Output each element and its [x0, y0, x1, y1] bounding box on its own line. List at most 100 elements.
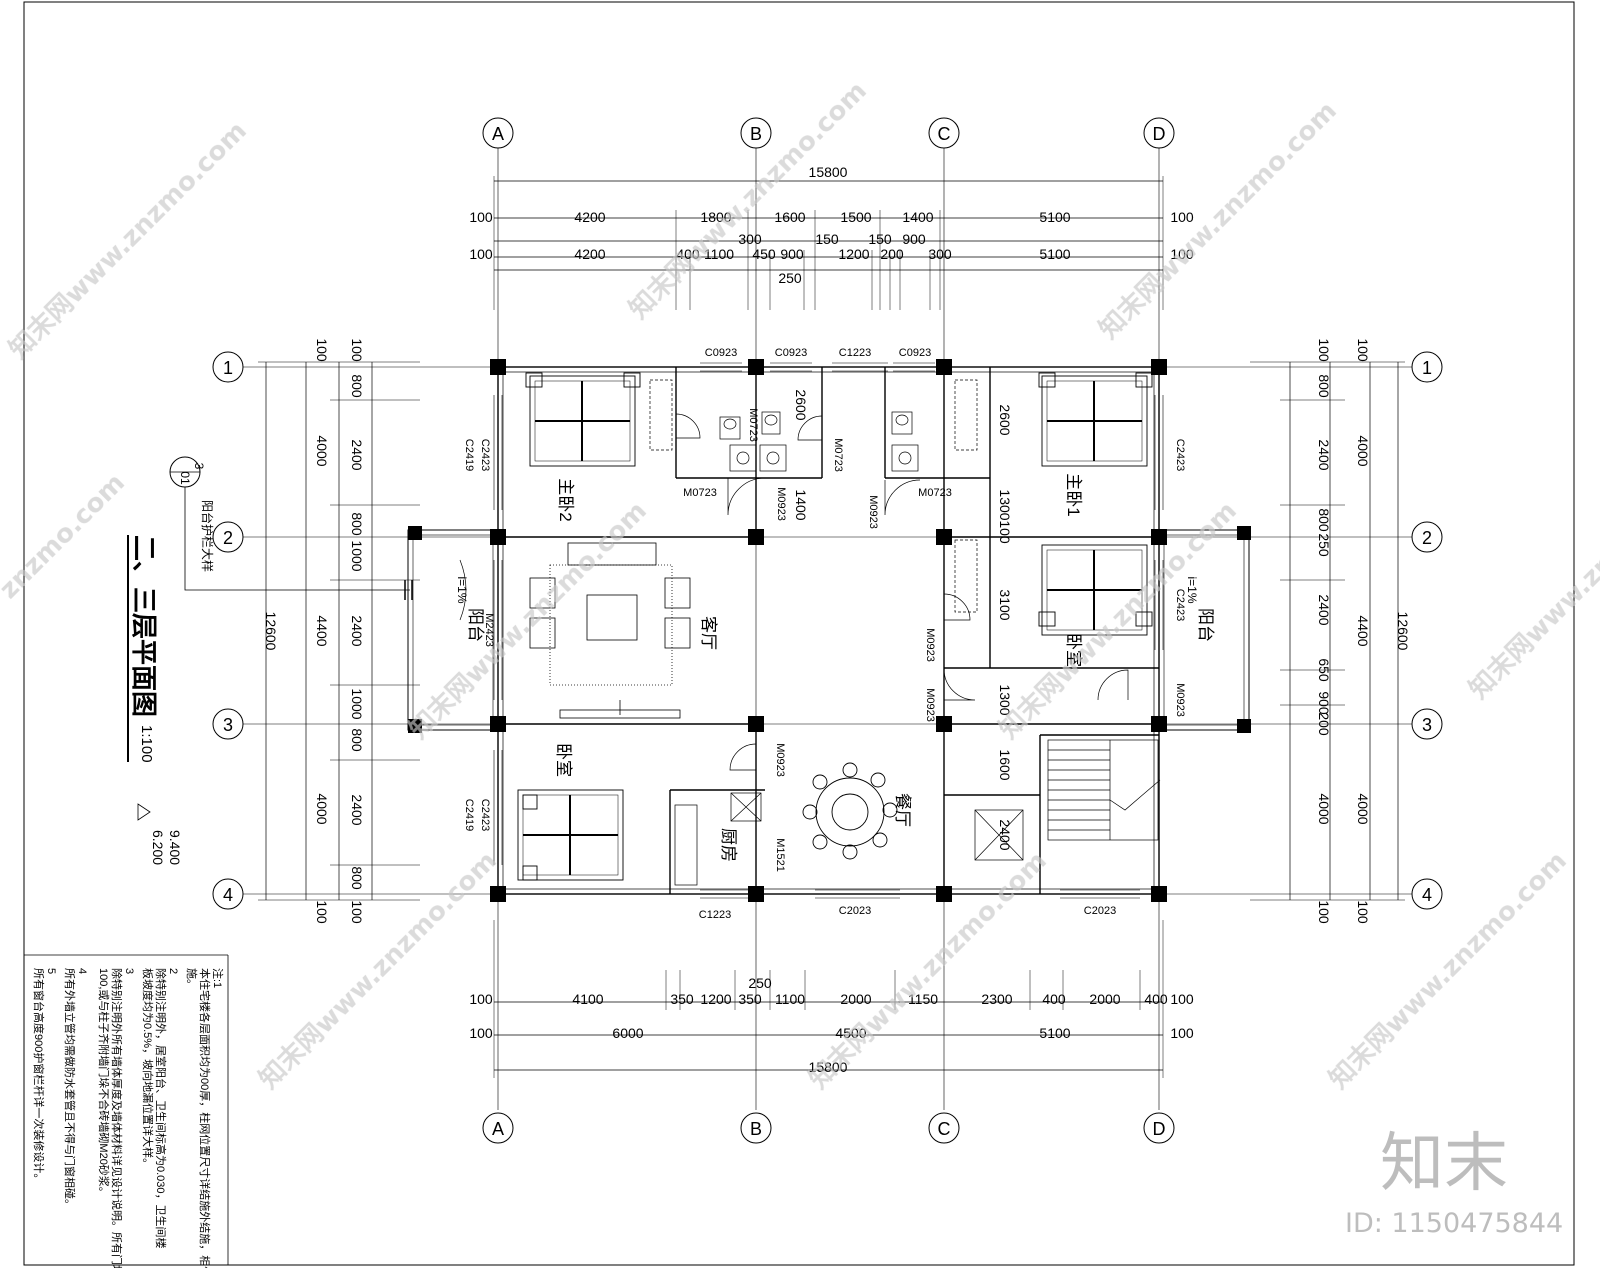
axis-label-a-top: A — [492, 124, 504, 144]
dim-left-outer-4: 100 — [314, 900, 330, 924]
tag-win-1: C2419 — [463, 439, 475, 471]
dim-bottom-r1-6: 2000 — [840, 991, 871, 1007]
dim-top-r1-3: 1600 — [774, 209, 805, 225]
axis-label-3-left: 3 — [223, 715, 233, 735]
room-living: 客厅 — [699, 616, 718, 650]
watermark-text-6: 知末网www.znzmo.com — [254, 846, 503, 1095]
elevation-lower: 6.200 — [150, 830, 166, 865]
interior-dimension-text: 2600 1400 2600 1300 100 3100 1300 1600 2… — [793, 389, 1013, 850]
tag-door-9: M0923 — [774, 743, 786, 777]
tag-door-1: M0923 — [775, 487, 787, 521]
dim-bottom-r2-3: 5100 — [1039, 1025, 1070, 1041]
dim-left-inner-2: 2400 — [349, 439, 365, 470]
dim-top-r2-5: 900 — [780, 246, 804, 262]
dim-top-r1-4: 1500 — [840, 209, 871, 225]
tag-door-8: M0923 — [1174, 683, 1186, 717]
room-master-bedroom-2: 主卧2 — [556, 478, 575, 521]
dim-left-inner-3: 800 — [349, 512, 365, 536]
note-line-9: 4 — [76, 968, 88, 974]
room-labels: 主卧2 主卧1 客厅 卧室 卧室 厨房 餐厅 阳台 阳台 — [466, 473, 1215, 862]
axis-label-b-top: B — [750, 124, 762, 144]
axis-bubble-labels: A B C D A B C D 1 2 3 4 1 2 3 4 — [223, 124, 1432, 1139]
dim-top-total: 15800 — [809, 164, 848, 180]
dim-right-outer-2: 4400 — [1355, 615, 1371, 646]
dim-top-r2-2: 400 — [676, 246, 700, 262]
dim-top-r2-10: 100 — [1170, 246, 1194, 262]
bottom-dimension-lines — [493, 920, 1164, 1078]
watermark-logo: 知末 — [1380, 1127, 1508, 1201]
dim-bottom-r1-0: 100 — [469, 991, 493, 1007]
tag-door-6: M0923 — [924, 628, 936, 662]
tag-win-3: C2423 — [1174, 589, 1186, 621]
dim-bottom-r1-3: 1200 — [700, 991, 731, 1007]
dim-int-5: 3100 — [997, 589, 1013, 620]
door-swings — [459, 413, 1129, 771]
axis-label-3-right: 3 — [1422, 715, 1432, 735]
room-balcony-east: 阳台 — [1196, 608, 1215, 642]
dim-top-r2-9: 5100 — [1039, 246, 1070, 262]
tag-win-5: C2419 — [463, 799, 475, 831]
tag-door-10: M1521 — [774, 838, 786, 872]
slope-east: i=1% — [1185, 576, 1199, 603]
dim-left-inner-5: 2400 — [349, 615, 365, 646]
note-line-8: 100,或与柱子齐附墙门垛不合砖墙砌M20砂浆。 — [97, 968, 111, 1198]
dim-right-inner-6: 650 — [1316, 658, 1332, 682]
tag-door-5: M2423 — [483, 613, 495, 647]
watermark-text-9: 知末网www.znzmo.com — [1464, 456, 1600, 705]
axis-bubbles — [212, 117, 1443, 1144]
watermark-text-7: 知末网www.znzmo.com — [804, 846, 1053, 1095]
dim-bottom-r1-5: 1100 — [775, 991, 805, 1007]
axis-label-a-bottom: A — [492, 1119, 504, 1139]
note-line-7: 除特别注明外所有墙体厚度及墙体材料详见设计说明。所有门垛均为 — [110, 968, 124, 1268]
dim-top-sub-0: 300 — [738, 231, 762, 247]
dim-right-inner-8: 200 — [1316, 712, 1332, 736]
axis-label-c-top: C — [938, 124, 951, 144]
title-block: 二、三层平面图 1:100 9.400 6.200 — [127, 535, 183, 865]
axis-label-2-left: 2 — [223, 528, 233, 548]
axis-label-4-right: 4 — [1422, 885, 1432, 905]
top-dimension-text: 15800 100 4200 1800 1600 1500 1400 5100 … — [469, 164, 1194, 286]
room-bedroom-east: 卧室 — [1064, 633, 1083, 667]
watermark-text-10: znzmo.com — [0, 468, 131, 605]
dim-bottom-total: 15800 — [809, 1059, 848, 1075]
dim-right-inner-10: 100 — [1316, 900, 1332, 924]
walls — [407, 366, 1250, 895]
dim-right-inner-9: 4000 — [1316, 793, 1332, 824]
dim-right-inner-0: 100 — [1316, 338, 1332, 362]
dim-int-0: 2600 — [793, 389, 809, 420]
dim-left-inner-6: 1000 — [349, 688, 365, 719]
dim-top-r2-sub: 250 — [778, 270, 802, 286]
left-dimension-text: 12600 100 4000 4400 4000 100 100 800 240… — [263, 338, 365, 924]
bottom-dimension-text: 250 100 4100 350 1200 350 1100 2000 1150… — [469, 975, 1194, 1075]
dim-bottom-r1-sub: 250 — [748, 975, 772, 991]
tag-door-2: M0723 — [832, 438, 844, 472]
tag-door-4: M0723 — [918, 487, 952, 499]
dim-left-inner-0: 100 — [349, 338, 365, 362]
left-dimension-lines — [258, 361, 420, 901]
dim-top-r1-2: 1800 — [700, 209, 731, 225]
detail-callout-text: 阳台护栏大样 — [200, 500, 215, 572]
note-line-10: 所有外墙立管均需做防水套管且不得与门窗相碰。 — [63, 968, 77, 1210]
dim-int-2: 2600 — [997, 404, 1013, 435]
watermark-text-2: 知末网www.znzmo.com — [624, 76, 873, 325]
axis-label-d-top: D — [1153, 124, 1166, 144]
dim-top-sub-3: 900 — [902, 231, 926, 247]
dim-bottom-r2-1: 6000 — [612, 1025, 643, 1041]
dim-top-r2-7: 200 — [880, 246, 904, 262]
dim-int-7: 1600 — [997, 749, 1013, 780]
tag-top-0: C0923 — [705, 347, 737, 359]
tag-top-2: C1223 — [839, 347, 871, 359]
tag-bottom-2: C2023 — [1084, 905, 1116, 917]
top-dimension-lines — [493, 176, 1164, 310]
dim-top-r2-0: 100 — [469, 246, 493, 262]
dim-right-inner-7: 900 — [1316, 691, 1332, 715]
note-line-2: 施。 — [185, 968, 198, 990]
right-dimension-lines — [1250, 361, 1405, 901]
dim-top-r1-6: 5100 — [1039, 209, 1070, 225]
tag-top-1: C0923 — [775, 347, 807, 359]
note-line-4: 除特别注明外，居室阳台、卫生间标高为0.030，卫生间楼 — [154, 968, 168, 1249]
dim-left-inner-8: 2400 — [349, 794, 365, 825]
room-dining: 餐厅 — [893, 793, 912, 827]
dim-int-8: 2400 — [997, 819, 1013, 850]
dim-top-r1-1: 4200 — [574, 209, 605, 225]
